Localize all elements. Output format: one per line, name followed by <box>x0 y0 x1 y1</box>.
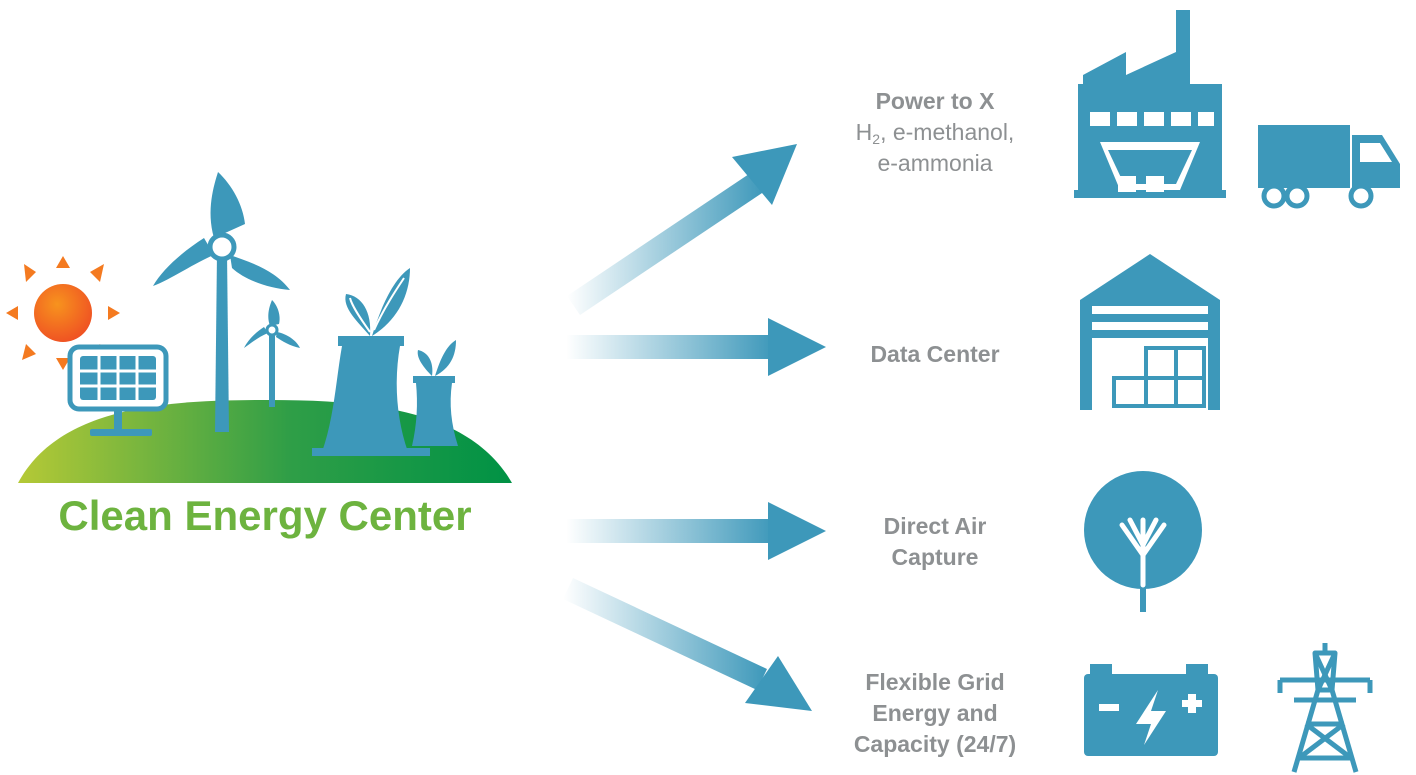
warehouse-icon <box>1080 254 1220 410</box>
sun-icon <box>6 256 120 370</box>
factory-icon <box>1074 10 1226 198</box>
power-to-x-detail-line2: e-ammonia <box>877 150 993 176</box>
wind-turbine-large-icon <box>153 172 290 432</box>
direct-air-capture-title-line2: Capture <box>891 544 979 570</box>
solar-panel-icon <box>67 344 169 436</box>
battery-icon <box>1084 664 1218 756</box>
clean-energy-illustration <box>6 172 512 483</box>
power-to-x-title: Power to X <box>875 88 995 114</box>
flexible-grid-title-line3: Capacity (24/7) <box>853 731 1017 757</box>
flexible-grid-title-line2: Energy and <box>872 700 998 726</box>
data-center-title: Data Center <box>870 341 1000 367</box>
flexible-grid-label: Flexible Grid Energy and Capacity (24/7) <box>800 667 1070 760</box>
data-center-label: Data Center <box>800 339 1070 370</box>
tree-icon <box>1084 471 1202 612</box>
power-to-x-label: Power to X H2, e-methanol, e-ammonia <box>790 86 1080 179</box>
wind-turbine-small-icon <box>244 300 300 407</box>
power-to-x-detail: H2, e-methanol, <box>855 119 1015 147</box>
arrow-to-data-center <box>566 318 826 376</box>
cooling-tower-large-icon <box>312 268 430 456</box>
truck-icon <box>1258 125 1400 209</box>
transmission-tower-icon <box>1277 643 1373 773</box>
arrow-to-direct-air-capture <box>566 502 826 560</box>
cooling-tower-small-icon <box>412 340 458 446</box>
direct-air-capture-title-line1: Direct Air <box>883 513 987 539</box>
arrow-to-flexible-grid <box>563 578 812 711</box>
hub-title: Clean Energy Center <box>58 492 472 539</box>
arrow-to-power-to-x <box>567 144 797 315</box>
direct-air-capture-label: Direct Air Capture <box>800 511 1070 573</box>
flexible-grid-title-line1: Flexible Grid <box>865 669 1005 695</box>
